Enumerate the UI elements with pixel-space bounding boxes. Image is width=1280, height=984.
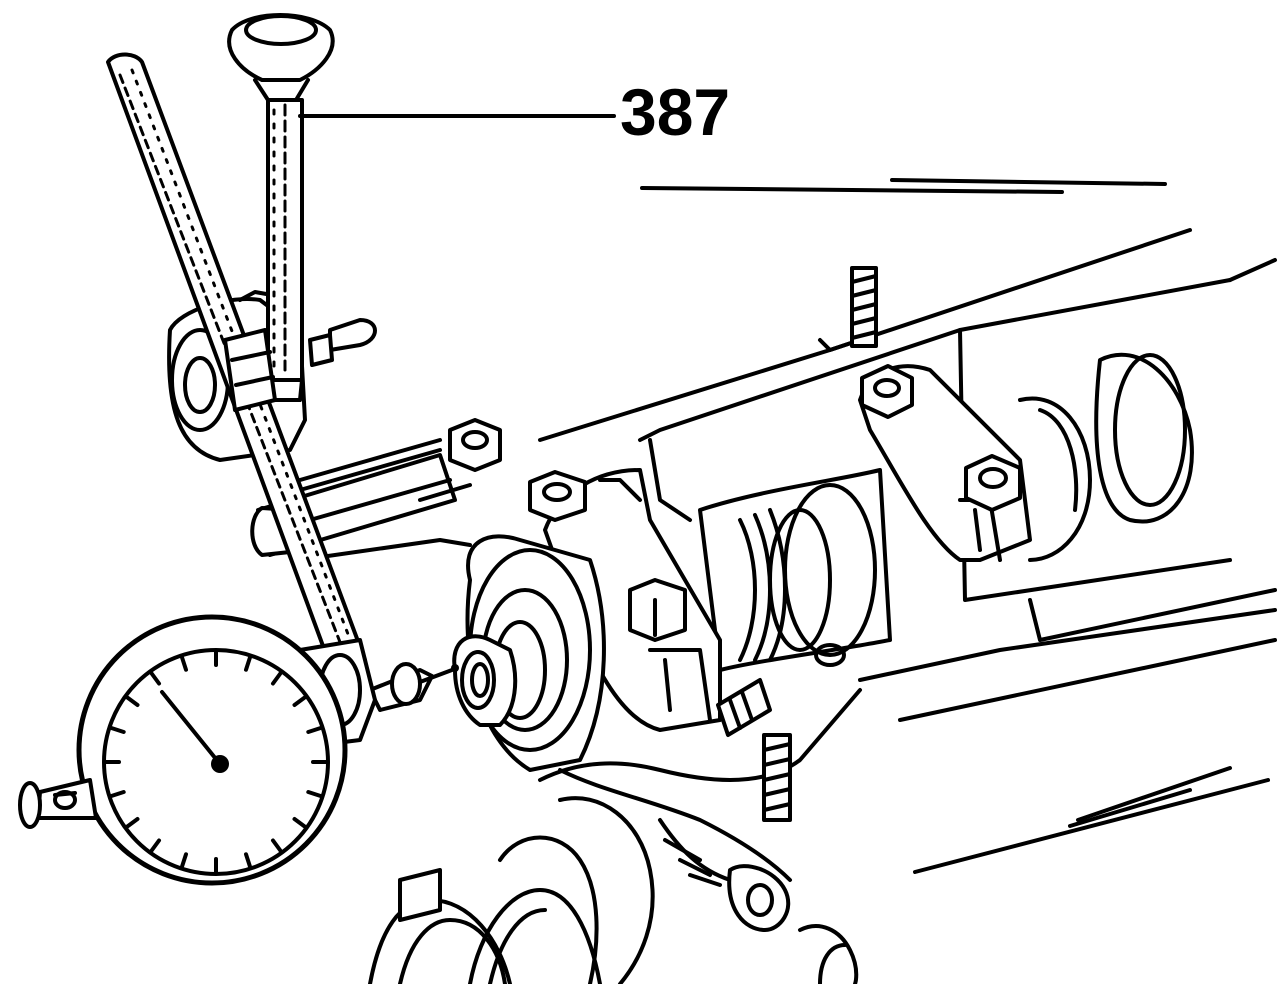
dial-tick (244, 655, 252, 672)
dial-tick (292, 817, 307, 829)
nut-3 (628, 578, 687, 642)
stud-side (716, 678, 772, 737)
dial-tick (271, 671, 283, 686)
dial-tick (109, 726, 126, 734)
tool-387-post (227, 13, 335, 402)
dial-gauge-hub (211, 755, 229, 773)
nut-4 (860, 364, 914, 419)
dial-tick (306, 790, 323, 798)
stud-top (850, 266, 878, 348)
dial-gauge-needle (160, 690, 222, 766)
background-hatch-lines (640, 178, 1270, 874)
dial-tick (180, 655, 188, 672)
lower-sprocket (368, 796, 655, 984)
studs (716, 266, 878, 822)
dial-tick (125, 695, 140, 707)
dial-tick (109, 790, 126, 798)
stud-bottom (762, 733, 792, 822)
indicator-plunger (368, 662, 459, 712)
dial-tick (149, 671, 161, 686)
camshaft-nose (452, 534, 606, 772)
dial-gauge-ticks (104, 650, 328, 874)
callout-387: 387 (298, 75, 730, 149)
dial-tick (125, 817, 140, 829)
dial-tick (271, 838, 283, 853)
dial-gauge (18, 614, 348, 886)
dial-tick (180, 852, 188, 869)
callout-label: 387 (620, 75, 730, 149)
camshaft (698, 352, 1194, 672)
dial-tick (306, 726, 323, 734)
cap-nuts (448, 364, 1022, 642)
dial-tick (149, 838, 161, 853)
dial-tick (244, 852, 252, 869)
nut-5 (964, 454, 1022, 512)
nut-1 (448, 418, 502, 472)
lower-casting (558, 768, 859, 984)
nut-2 (528, 470, 587, 522)
dial-tick (292, 695, 307, 707)
dial-gauge-stem (36, 778, 98, 820)
